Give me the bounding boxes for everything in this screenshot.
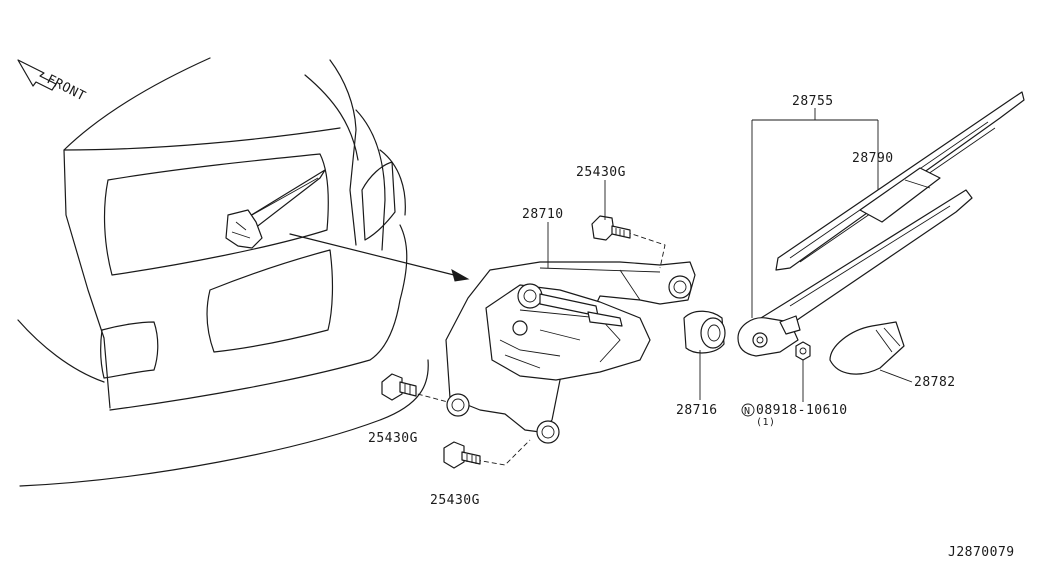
leader-bottom-bolt [475, 439, 531, 466]
leader-top-bolt [625, 231, 666, 269]
leader-left-bolt [409, 391, 449, 403]
wiper-on-vehicle [225, 169, 326, 249]
vehicle-rear-outline [17, 57, 429, 487]
label-25430g-top: 25430G [576, 165, 626, 180]
label-28790: 28790 [852, 151, 894, 166]
diagram-id: J2870079 [948, 545, 1015, 560]
label-28755: 28755 [792, 94, 834, 109]
label-28782: 28782 [914, 375, 956, 390]
cap-28782 [829, 321, 905, 375]
label-28710: 28710 [522, 207, 564, 222]
label-nut-number: 08918-10610 [756, 403, 848, 418]
label-25430g-left: 25430G [368, 431, 418, 446]
bolt-icon-top [591, 215, 631, 241]
leader-lines [547, 108, 913, 402]
grommet-28716 [683, 310, 726, 354]
wiper-blade-28790 [775, 91, 1025, 271]
label-28716: 28716 [676, 403, 718, 418]
nut-part-number: N 08918-10610 (1) [741, 403, 848, 428]
front-label: FRONT [44, 72, 88, 104]
label-nut-qty: (1) [756, 417, 776, 428]
nut-icon [795, 341, 811, 361]
wiper-motor-assembly [445, 261, 696, 444]
detail-arrow [289, 233, 470, 282]
bolt-icon-left [381, 373, 417, 401]
wiper-arm-28755 [737, 189, 973, 357]
nut-circle-letter: N [744, 406, 751, 417]
label-25430g-bottom: 25430G [430, 493, 480, 508]
bolt-icon-bottom [443, 441, 481, 469]
front-arrow-icon [17, 59, 57, 91]
